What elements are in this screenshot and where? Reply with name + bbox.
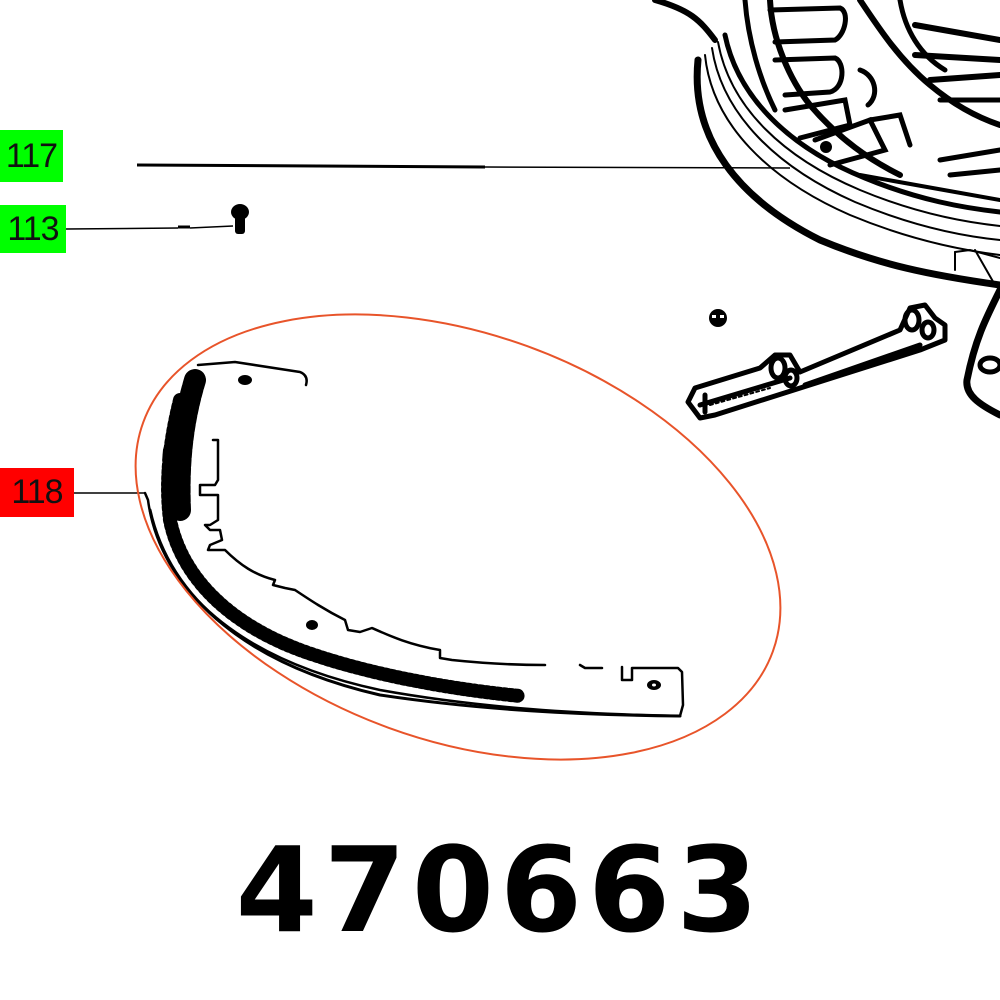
- slide-rail[interactable]: [685, 302, 948, 421]
- callout-113[interactable]: 113: [0, 205, 66, 253]
- angle-scale-118[interactable]: [143, 360, 685, 718]
- selection-highlight-ellipse: [134, 313, 782, 761]
- turntable-assembly[interactable]: [652, 0, 1000, 289]
- nut[interactable]: [709, 309, 727, 327]
- leader-lines: [65, 163, 791, 494]
- bracket[interactable]: [954, 248, 1000, 419]
- callout-118[interactable]: 118: [0, 468, 74, 517]
- screw-113[interactable]: [231, 204, 249, 234]
- callout-117[interactable]: 117: [0, 130, 63, 182]
- part-number: 470663: [235, 821, 765, 959]
